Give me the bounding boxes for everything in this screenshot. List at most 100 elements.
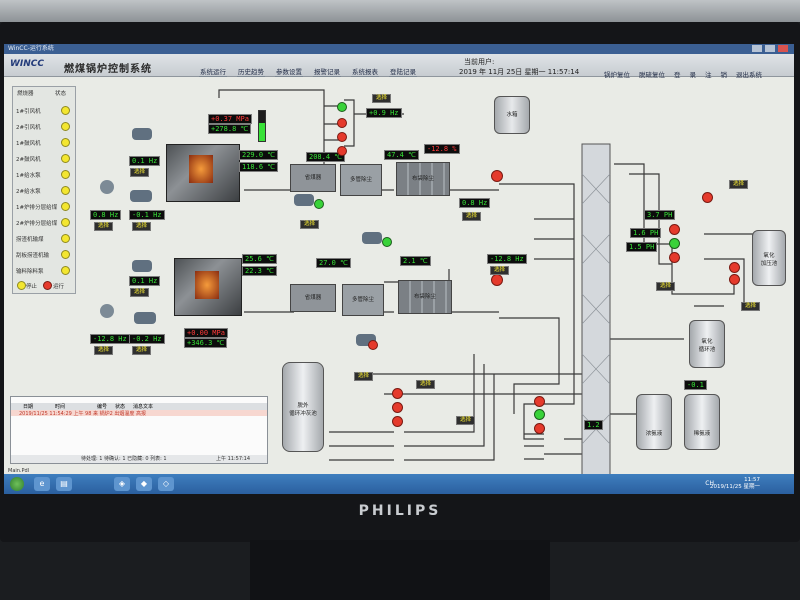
select-button[interactable]: 选择 (490, 266, 510, 275)
fan-b2-frequency-unit: Hz (118, 335, 127, 343)
fan-a2-frequency-unit: Hz (109, 211, 119, 219)
feed-pump-status-green (382, 237, 392, 247)
select-button[interactable]: 选择 (729, 180, 749, 189)
taskbar-clock[interactable]: 11:57 2019/11/25 星期一 (710, 477, 760, 491)
clock-date: 2019/11/25 星期一 (710, 484, 760, 490)
ammonia-tank-2[interactable]: 稀氨液 (684, 394, 720, 450)
boiler-2-flame (195, 271, 219, 299)
ph-pump-3-light (669, 252, 680, 263)
feed-pump-1[interactable] (294, 194, 314, 206)
select-button[interactable]: 选择 (456, 416, 476, 425)
ammonia-tank-1[interactable]: 浓氨液 (636, 394, 672, 450)
ph-value-3-unit: PH (645, 243, 655, 251)
equipment-status-panel: 燃烧器 状态 1#引风机 2#引风机 1#鼓风机 2#鼓风机 1#给水泵 2#给… (12, 86, 76, 294)
right-value: -0.1 (684, 380, 707, 390)
select-button[interactable]: 选择 (416, 380, 436, 389)
select-button[interactable]: 选择 (741, 302, 761, 311)
fan-a1-frequency-value: 0.1 (132, 157, 145, 165)
select-button[interactable]: 选择 (462, 212, 482, 221)
valve-opening: -12.8 % (424, 144, 460, 154)
blower-motor-3[interactable] (132, 260, 152, 272)
water-tank[interactable]: 水箱 (494, 96, 530, 134)
boiler-1-pressure-unit: MPa (236, 115, 249, 123)
nav-alarm-log[interactable]: 报警记录 (313, 68, 341, 77)
maximize-button[interactable] (765, 45, 775, 52)
boiler-2[interactable] (174, 258, 242, 316)
bag-filter-2[interactable]: 布袋除尘 (398, 280, 452, 314)
blower-motor-2[interactable] (130, 190, 152, 202)
status-led (61, 234, 70, 243)
blower-motor-4[interactable] (134, 312, 156, 324)
select-button[interactable]: 选择 (132, 222, 152, 231)
valve-opening-unit: % (452, 145, 457, 153)
mix-pump-1-light (729, 262, 740, 273)
fan-status-light-red (491, 170, 503, 182)
alarm-col-message: 消息文本 (133, 404, 154, 410)
login-button-1[interactable]: 登 (674, 71, 681, 79)
boiler-1-temperature-value: +278.8 (211, 125, 237, 133)
alarm-row-text: 2019/11/25 11:54:29 上午 98 来 锅炉2 出烟温度 高报 (19, 411, 146, 417)
select-button[interactable]: 选择 (372, 94, 392, 103)
blower-motor-1[interactable] (132, 128, 152, 140)
nav-system-run[interactable]: 系统运行 (199, 68, 227, 77)
window-title-bar: WinCC-运行系统 (4, 44, 794, 54)
wincc-logo: WINCC (10, 59, 45, 69)
select-button[interactable]: 选择 (300, 220, 320, 229)
feed-pump-2[interactable] (362, 232, 382, 244)
economizer-2[interactable]: 省煤器 (290, 284, 336, 312)
cyclone-1[interactable]: 多管除尘 (340, 164, 382, 196)
monitor-stand (250, 540, 550, 600)
fan-b3-frequency-unit: Hz (153, 335, 162, 343)
economizer-1[interactable]: 省煤器 (290, 164, 336, 192)
fan-a3-frequency-value: -0.1 (132, 211, 149, 219)
boiler-1[interactable] (166, 144, 240, 202)
start-button[interactable] (10, 477, 24, 491)
exit-system-button[interactable]: 退出系统 (736, 71, 762, 79)
select-button[interactable]: 选择 (354, 372, 374, 381)
fan-motor-1[interactable] (100, 180, 114, 194)
ph-pump-2-light (669, 238, 680, 249)
desulf-circulation-tank[interactable]: 脱外 循环冲灰池 (282, 362, 324, 452)
wincc-runtime-icon[interactable]: ◇ (158, 477, 174, 491)
nav-parameter-settings[interactable]: 参数设置 (275, 68, 303, 77)
nav-history-trend[interactable]: 历史趋势 (237, 68, 265, 77)
select-button[interactable]: 选择 (94, 222, 114, 231)
boiler-2-gas-temp-1: 25.6 ℃ (242, 254, 277, 264)
select-button[interactable]: 选择 (132, 346, 152, 355)
status-bar: Main.Pdl (8, 468, 30, 474)
boiler-reset-button[interactable]: 锅炉复位 (604, 71, 630, 79)
ie-icon[interactable]: e (34, 477, 50, 491)
alarm-list[interactable]: 日期 时间 编号 状态 消息文本 2019/11/25 11:54:29 上午 … (10, 396, 268, 464)
logout-button-2[interactable]: 销 (720, 71, 728, 79)
select-button[interactable]: 选择 (94, 346, 114, 355)
fan-b4-frequency-value: -12.8 (490, 255, 512, 263)
ph-value-1-unit: PH (663, 211, 673, 219)
app-header: WINCC 燃煤锅炉控制系统 系统运行 历史趋势 参数设置 报警记录 系统报表 … (4, 54, 794, 79)
nav-system-report[interactable]: 系统报表 (351, 68, 379, 77)
language-indicator[interactable]: CH (705, 480, 714, 487)
nav-login-log[interactable]: 登陆记录 (389, 68, 417, 77)
login-button-2[interactable]: 录 (689, 71, 697, 79)
cyclone-2[interactable]: 多管除尘 (342, 284, 384, 316)
folder-icon[interactable]: ▤ (56, 477, 72, 491)
window-title: WinCC-运行系统 (8, 45, 54, 52)
oxidation-pressurize-tank[interactable]: 氧化 加压池 (752, 230, 786, 286)
status-item-label: 1#给水泵 (16, 173, 41, 179)
ph-pump-1-light (669, 224, 680, 235)
minimize-button[interactable] (752, 45, 762, 52)
logout-button-1[interactable]: 注 (705, 71, 712, 79)
status-panel-head-2: 状态 (55, 91, 67, 97)
bag-filter-1[interactable]: 布袋除尘 (396, 162, 450, 196)
select-button[interactable]: 选择 (130, 288, 150, 297)
select-button[interactable]: 选择 (130, 168, 150, 177)
wincc-icon[interactable]: ◆ (136, 477, 152, 491)
oxidation-circulation-tank[interactable]: 氧化 循环池 (689, 320, 725, 368)
alarm-row[interactable]: 2019/11/25 11:54:29 上午 98 来 锅炉2 出烟温度 高报 (11, 410, 267, 417)
close-button[interactable] (778, 45, 788, 52)
select-button[interactable]: 选择 (656, 282, 676, 291)
fan-b1-frequency-unit: Hz (148, 277, 158, 285)
fan-motor-2[interactable] (100, 304, 114, 318)
app-icon[interactable]: ◈ (114, 477, 130, 491)
circ-pump-3-light (392, 416, 403, 427)
desulf-reset-button[interactable]: 脱硫复位 (639, 71, 665, 79)
